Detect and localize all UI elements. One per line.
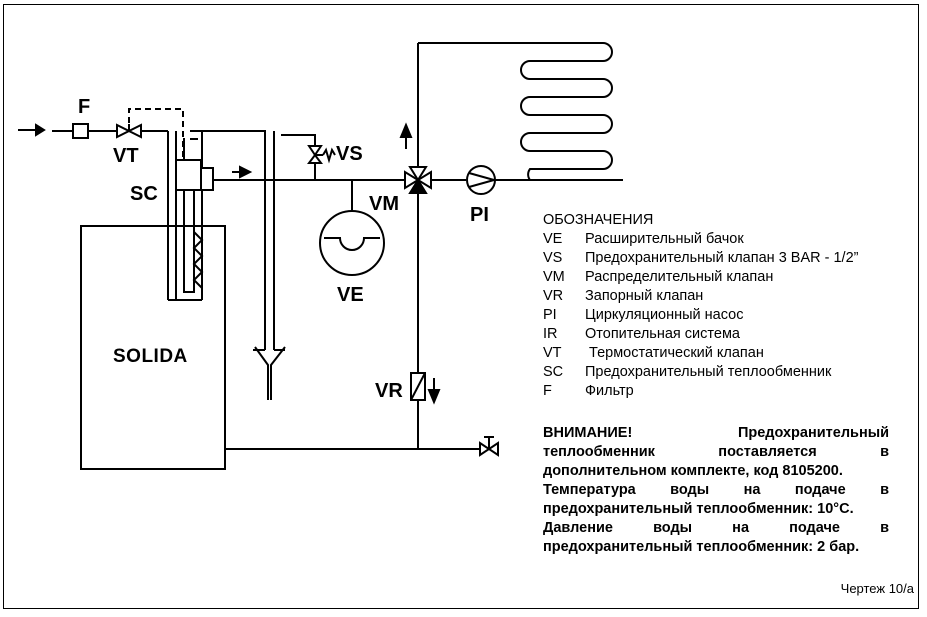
legend-item: VT Термостатический клапан — [543, 344, 903, 363]
legend-code: VS — [543, 250, 563, 266]
legend-item: VS Предохранительный клапан 3 BAR - 1/2” — [543, 249, 903, 268]
radiator-coil-icon — [520, 42, 623, 181]
legend-item: F Фильтр — [543, 382, 903, 401]
legend-item: PI Циркуляционный насос — [543, 306, 903, 325]
warning-line-2: Температура воды на подаче в предохранит… — [543, 482, 889, 517]
inlet-arrow-icon — [18, 123, 46, 137]
label-f: F — [78, 96, 91, 118]
label-boiler: SOLIDA — [113, 346, 188, 367]
legend-item: SC Предохранительный теплообменник — [543, 363, 903, 382]
arrow-down-icon — [427, 378, 441, 405]
label-vt: VT — [113, 145, 139, 167]
label-sc: SC — [130, 183, 158, 205]
legend-desc: Распределительный клапан — [585, 269, 774, 285]
legend-desc: Запорный клапан — [585, 288, 704, 304]
heat-exchanger-coil-icon — [192, 231, 204, 289]
sc-discharge-pipe — [190, 130, 266, 350]
sc-outlet — [200, 167, 214, 191]
expansion-tank-icon — [319, 210, 385, 276]
legend-desc: Отопительная система — [585, 326, 740, 342]
legend-item: IR Отопительная система — [543, 325, 903, 344]
legend-code: VE — [543, 231, 563, 247]
frame-border — [3, 4, 919, 609]
legend-desc: Предохранительный теплообменник — [585, 364, 832, 380]
sensor-capillary — [128, 108, 184, 160]
figure-caption: Чертеж 10/а — [840, 581, 914, 596]
warning-line-1: ВНИМАНИЕ! Предохранительный теплообменни… — [543, 425, 889, 479]
legend-code: VT — [543, 345, 562, 361]
legend-desc: Предохранительный клапан 3 BAR - 1/2” — [585, 250, 859, 266]
label-vm: VM — [369, 193, 399, 215]
legend-code: PI — [543, 307, 557, 323]
legend-item: VR Запорный клапан — [543, 287, 903, 306]
label-pi: PI — [470, 204, 489, 226]
three-way-valve-icon — [404, 166, 432, 194]
safety-valve-icon — [307, 145, 336, 164]
warning-line-3: Давление воды на подаче в предохранитель… — [543, 520, 889, 555]
legend-item: VE Расширительный бачок — [543, 230, 903, 249]
legend-code: F — [543, 383, 552, 399]
legend-code: SC — [543, 364, 564, 380]
legend-code: IR — [543, 326, 558, 342]
sc-connector — [175, 159, 202, 191]
drain-funnel-icon — [253, 346, 286, 400]
legend-title: ОБОЗНАЧЕНИЯ — [543, 212, 654, 228]
pump-icon — [466, 165, 496, 195]
legend-item: VM Распределительный клапан — [543, 268, 903, 287]
filter-icon — [72, 123, 89, 139]
legend-desc: Циркуляционный насос — [585, 307, 744, 323]
legend-desc: Расширительный бачок — [585, 231, 744, 247]
drain-valve-icon — [479, 436, 499, 457]
shutoff-valve-icon — [410, 372, 426, 401]
label-vr: VR — [375, 380, 403, 402]
vs-pipe — [281, 134, 316, 146]
legend-code: VM — [543, 269, 565, 285]
legend-code: VR — [543, 288, 564, 304]
arrow-right-icon — [232, 165, 253, 179]
legend: ОБОЗНАЧЕНИЯ VE Расширительный бачок VS П… — [543, 211, 903, 401]
thermostatic-valve-icon — [116, 123, 142, 139]
legend-desc: Фильтр — [585, 383, 634, 399]
arrow-up-icon — [399, 122, 413, 149]
label-vs: VS — [336, 143, 363, 165]
label-ve: VE — [337, 284, 364, 306]
warning-note: ВНИМАНИЕ! Предохранительный теплообменни… — [543, 424, 889, 557]
legend-desc: Термостатический клапан — [585, 345, 764, 361]
sc-inner-tube — [183, 138, 195, 293]
